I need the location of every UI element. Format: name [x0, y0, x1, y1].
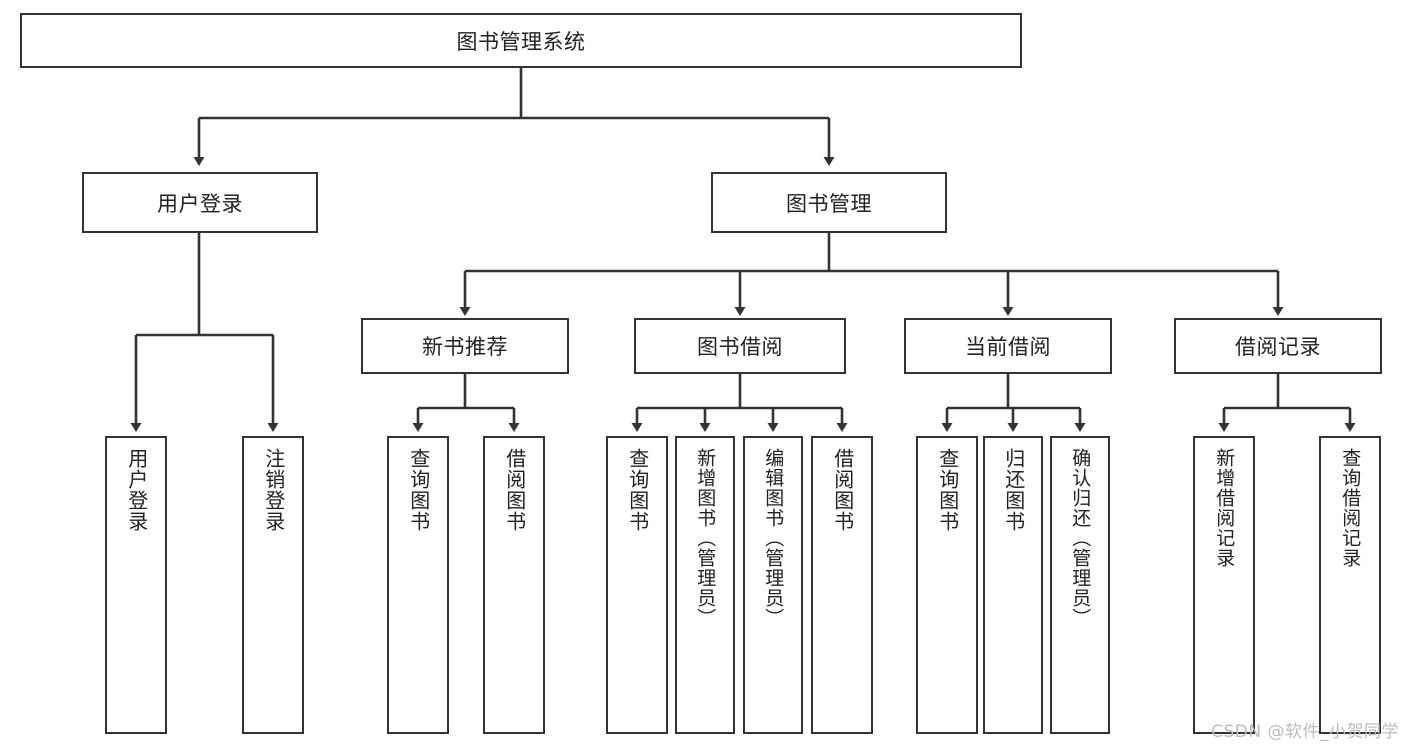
node-label: 图书管理 — [786, 191, 872, 216]
leaf-return-book[interactable]: 归还图书 — [983, 436, 1043, 734]
node-borrow-record[interactable]: 借阅记录 — [1174, 318, 1382, 374]
node-label: 新增借阅记录 — [1213, 448, 1236, 568]
node-label: 当前借阅 — [965, 335, 1051, 359]
node-label: 用户登录 — [157, 191, 243, 216]
node-label: 注销登录 — [261, 448, 286, 532]
leaf-query-book-borrow[interactable]: 查询图书 — [606, 436, 668, 734]
node-label: 归还图书 — [1001, 448, 1026, 532]
leaf-edit-book-admin[interactable]: 编辑图书（管理员） — [743, 436, 803, 734]
node-label: 确认归还（管理员） — [1069, 448, 1092, 628]
node-label: 图书借阅 — [697, 335, 783, 359]
node-book-management[interactable]: 图书管理 — [711, 172, 947, 233]
node-current-borrow[interactable]: 当前借阅 — [904, 318, 1112, 374]
node-label: 借阅图书 — [830, 448, 855, 532]
node-label: 新书推荐 — [422, 335, 508, 359]
node-label: 借阅记录 — [1235, 335, 1321, 359]
leaf-query-book-current[interactable]: 查询图书 — [916, 436, 978, 734]
node-label: 编辑图书（管理员） — [762, 448, 785, 628]
leaf-query-borrow-record[interactable]: 查询借阅记录 — [1319, 436, 1381, 734]
node-label: 查询图书 — [935, 448, 960, 532]
node-root-book-management-system[interactable]: 图书管理系统 — [20, 13, 1022, 68]
node-label: 查询图书 — [625, 448, 650, 532]
node-user-login[interactable]: 用户登录 — [82, 172, 318, 233]
node-label: 查询借阅记录 — [1339, 448, 1362, 568]
leaf-borrow-book-recommend[interactable]: 借阅图书 — [483, 436, 545, 734]
node-label: 图书管理系统 — [456, 29, 586, 54]
node-new-book-recommend[interactable]: 新书推荐 — [361, 318, 569, 374]
node-label: 用户登录 — [124, 448, 149, 532]
leaf-add-book-admin[interactable]: 新增图书（管理员） — [675, 436, 735, 734]
node-book-borrow[interactable]: 图书借阅 — [634, 318, 846, 374]
leaf-query-book-recommend[interactable]: 查询图书 — [387, 436, 449, 734]
leaf-add-borrow-record[interactable]: 新增借阅记录 — [1193, 436, 1255, 734]
leaf-confirm-return-admin[interactable]: 确认归还（管理员） — [1050, 436, 1110, 734]
node-label: 查询图书 — [406, 448, 431, 532]
leaf-logout-login[interactable]: 注销登录 — [242, 436, 304, 734]
leaf-borrow-book-borrow[interactable]: 借阅图书 — [811, 436, 873, 734]
node-label: 新增图书（管理员） — [694, 448, 717, 628]
csdn-watermark: CSDN @软件_小贺同学 — [1211, 722, 1399, 742]
leaf-user-login[interactable]: 用户登录 — [105, 436, 167, 734]
node-label: 借阅图书 — [502, 448, 527, 532]
